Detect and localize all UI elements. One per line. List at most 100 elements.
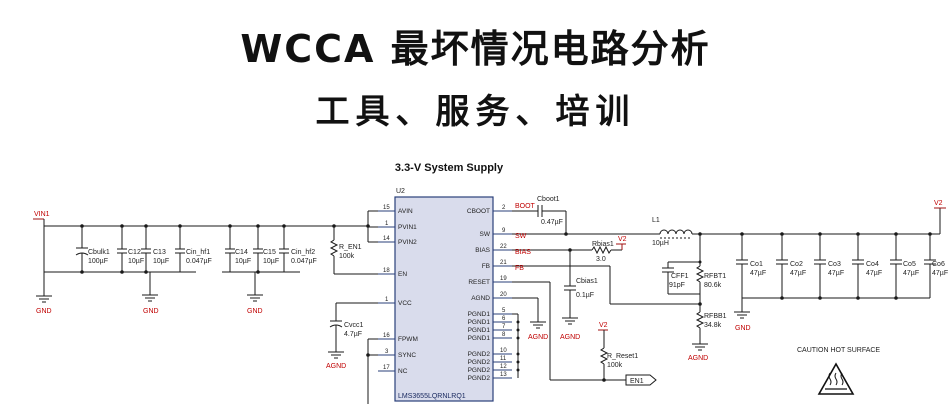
pin-number: 7 [502,324,506,330]
pin-name: EN [398,271,407,278]
c14-value: 10µF [235,258,251,265]
co2-ref: Co2 [790,261,803,268]
rfbb-ref: RFBB1 [704,313,727,320]
feedback-network [662,232,708,351]
gnd-label-4: GND [735,325,751,332]
input-cap-group-2 [222,224,300,292]
c12-value: 10µF [128,258,144,265]
fb-net-label: FB [515,265,524,272]
bias-net-label: BIAS [515,249,531,256]
ic-part-number: LMS3655LQRNLRQ1 [398,393,466,400]
l1-ref: L1 [652,217,660,224]
cbias-ref: Cbias1 [576,278,598,285]
pin-name: PVIN1 [398,224,417,231]
cvcc-ref: Cvcc1 [344,322,364,329]
v2-net-label-3: V2 [934,200,943,207]
cboot-value: 0.47µF [541,219,563,226]
r-reset-resistor [598,329,609,380]
pin-number: 17 [383,365,390,371]
co1-ref: Co1 [750,261,763,268]
bias-net [512,243,626,286]
pin-name: RESET [468,279,490,286]
vin-net-label: VIN1 [34,211,50,218]
agnd-label-1: AGND [326,363,346,370]
cff-ref: CFF1 [671,273,689,280]
cff-value: 91pF [669,282,685,289]
pin-name: VCC [398,300,412,307]
pin-name: PGND2 [468,351,491,358]
cbulk1-value: 100µF [88,258,108,265]
caution-text: CAUTION HOT SURFACE [797,347,880,354]
pin-number: 20 [500,292,507,298]
l1-inductor [659,229,940,239]
gnd-symbol-3 [247,292,263,302]
r-reset-value: 100k [607,362,623,369]
gnd-label-1: GND [36,308,52,315]
pin-number: 11 [500,356,507,362]
pin-name: CBOOT [467,208,490,215]
agnd-label-4: AGND [688,355,708,362]
co2-value: 47µF [790,270,806,277]
pin-name: PGND1 [468,335,491,342]
cinhf2-value: 0.047µF [291,258,317,265]
pin-name: PGND2 [468,359,491,366]
v2-net-label-1: V2 [618,236,627,243]
r-en-value: 100k [339,253,355,260]
en1-label: EN1 [630,378,644,385]
pin-number: 18 [383,268,390,274]
cinhf1-value: 0.047µF [186,258,212,265]
co6-value: 47µF [932,270,948,277]
ic-ref: U2 [396,188,405,195]
ic-left-pin-stubs [378,210,395,372]
pin-name: PGND1 [468,319,491,326]
sw-net-label: SW [515,233,527,240]
rfbb-value: 34.8k [704,322,722,329]
pin-name: SW [480,231,491,238]
input-cap-group-1 [75,226,185,272]
gnd-symbol-2 [142,292,158,302]
pin-name: FPWM [398,336,418,343]
r-en-ref: R_EN1 [339,244,362,251]
cboot-ref: Cboot1 [537,196,560,203]
pin-number: 3 [385,349,389,355]
r-reset-ref: R_Reset1 [607,353,638,360]
agnd-label-2: AGND [560,334,580,341]
page-title: WCCA 最坏情况电路分析 [240,27,711,71]
rfbt-ref: RFBT1 [704,273,726,280]
cbulk1-ref: Cbulk1 [88,249,110,256]
co3-ref: Co3 [828,261,841,268]
l1-value: 10µH [652,240,669,247]
pin-number: 8 [502,332,506,338]
cbias-value: 0.1µF [576,292,594,299]
cbias-capacitor [562,285,578,325]
cinhf2-ref: Cin_hf2 [291,249,315,256]
c15-ref: C15 [263,249,276,256]
pin-number: 22 [500,244,507,250]
cboot-capacitor [512,205,568,236]
agnd-label-3: AGND [528,334,548,341]
pin-number: 16 [383,333,390,339]
gnd-label-2: GND [143,308,159,315]
c15-value: 10µF [263,258,279,265]
ic-right-pin-stubs [493,210,512,379]
pin-number: 5 [502,308,506,314]
c13-ref: C13 [153,249,166,256]
pin-name: AVIN [398,208,413,215]
en1-connector [625,374,657,386]
c14-ref: C14 [235,249,248,256]
rfbt-value: 80.6k [704,282,722,289]
page-subtitle: 工具、服务、培训 [315,92,636,132]
pin-name: AGND [471,295,490,302]
pin-number: 1 [385,221,389,227]
c12-ref: C12 [128,249,141,256]
cinhf1-ref: Cin_hf1 [186,249,210,256]
hot-surface-warning-icon [817,362,855,395]
pin-name: PGND1 [468,327,491,334]
co5-value: 47µF [903,270,919,277]
fpwm-sync-nc-wiring [366,338,378,404]
boot-net-label: BOOT [515,203,536,210]
ic-left-pins: 15 AVIN 1 PVIN1 14 PVIN2 18 EN 1 VCC 16 … [383,205,418,375]
pgnd-wiring [512,297,546,378]
pin-number: 2 [502,205,506,211]
